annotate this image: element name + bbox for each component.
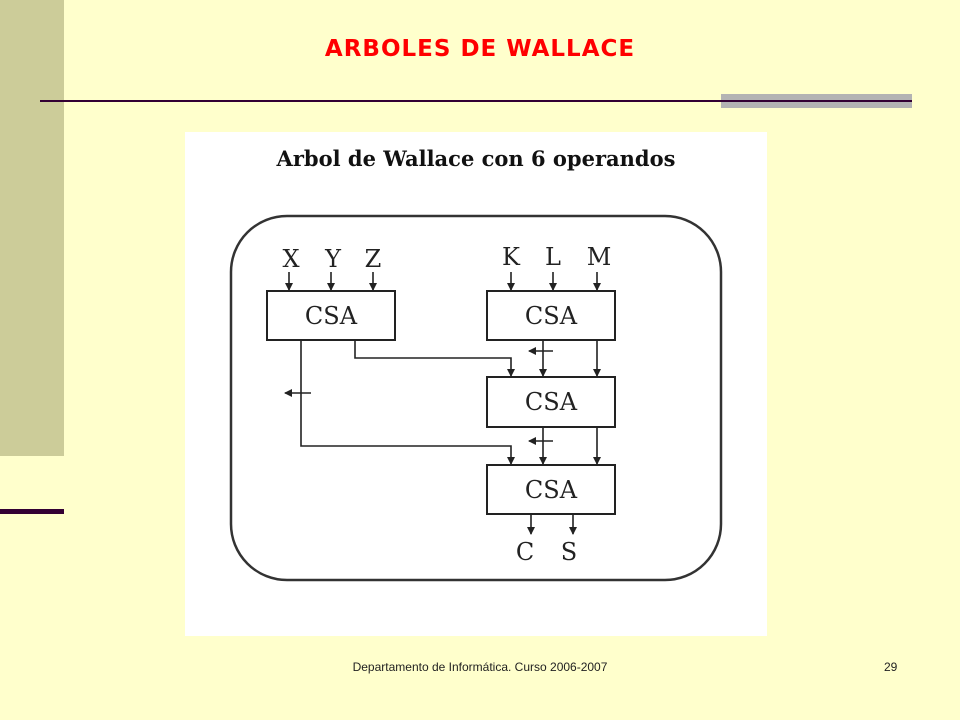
csa-label-4: CSA <box>525 476 578 504</box>
title-divider <box>40 100 912 102</box>
slide-footer: Departamento de Informática. Curso 2006-… <box>352 660 608 674</box>
wire-csa1-sum-to-csa3 <box>354 340 515 377</box>
input-label-l: L <box>545 243 561 271</box>
csa-box-2 <box>486 290 616 341</box>
slide-title: ARBOLES DE WALLACE <box>324 36 636 62</box>
output-label-c: C <box>516 538 534 566</box>
input-label-m: M <box>587 243 612 271</box>
input-label-x: X <box>282 245 299 273</box>
output-label-s: S <box>561 538 577 566</box>
wallace-tree-figure: Arbol de Wallace con 6 operandos X Y Z K… <box>185 132 767 636</box>
csa-label-1: CSA <box>305 302 358 330</box>
input-label-z: Z <box>365 245 382 273</box>
csa-label-3: CSA <box>525 388 578 416</box>
csa-label-2: CSA <box>525 302 578 330</box>
left-sidebar-bar <box>0 0 64 456</box>
input-label-k: K <box>502 243 521 271</box>
csa-box-1 <box>266 290 396 341</box>
csa-box-4 <box>486 464 616 515</box>
diagram-frame <box>229 214 723 582</box>
input-label-y: Y <box>324 245 342 273</box>
csa-box-3 <box>486 376 616 428</box>
wallace-tree-diagram: X Y Z K L M <box>229 214 723 582</box>
left-accent-line <box>0 509 64 514</box>
title-divider-accent <box>721 94 912 108</box>
page-number: 29 <box>884 660 898 674</box>
figure-title: Arbol de Wallace con 6 operandos <box>276 146 676 171</box>
